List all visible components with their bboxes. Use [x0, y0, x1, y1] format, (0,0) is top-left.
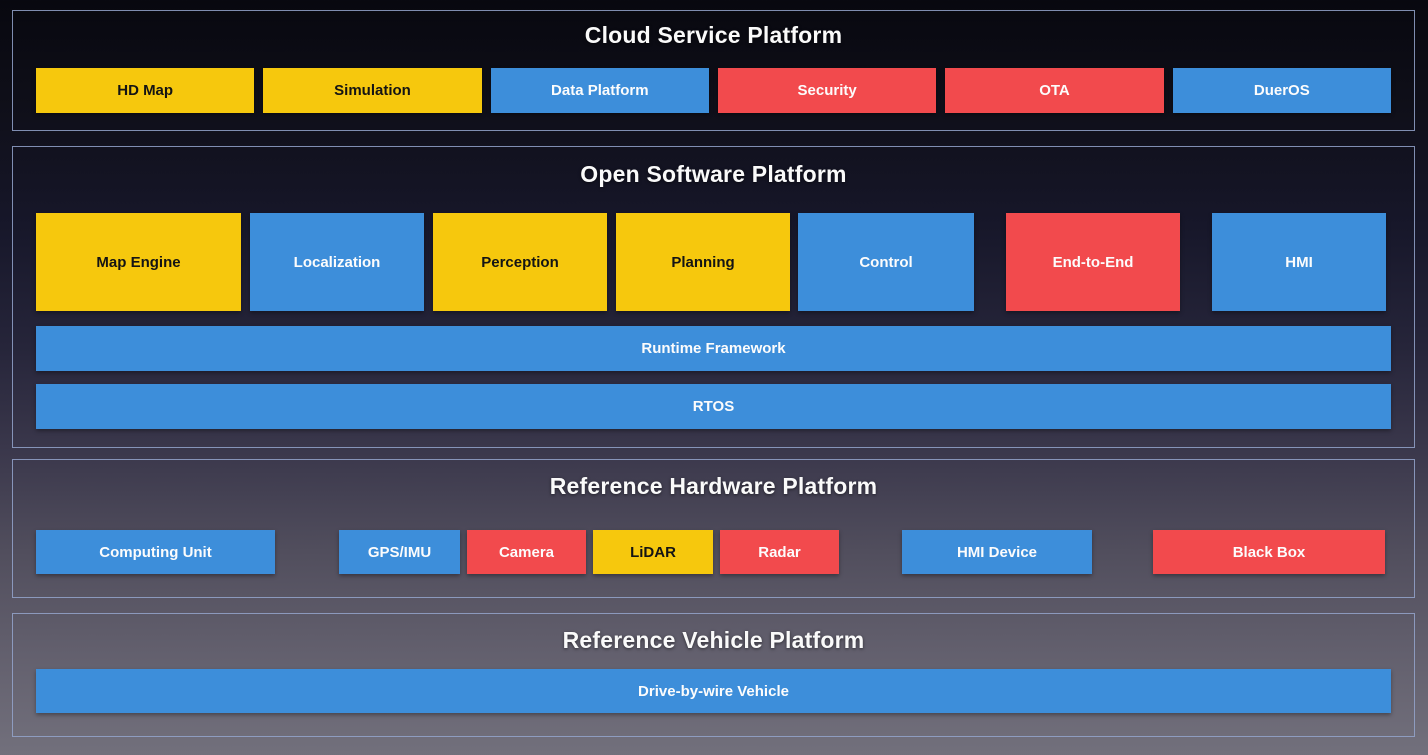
- box-ota: OTA: [945, 68, 1164, 113]
- box-radar: Radar: [720, 530, 839, 574]
- box-black-box: Black Box: [1153, 530, 1385, 574]
- reference-hardware-platform-title: Reference Hardware Platform: [549, 473, 878, 499]
- box-map-engine: Map Engine: [36, 213, 241, 311]
- box-perception: Perception: [433, 213, 607, 311]
- box-hmi-device: HMI Device: [902, 530, 1092, 574]
- box-gps-imu: GPS/IMU: [339, 530, 460, 574]
- box-computing-unit: Computing Unit: [36, 530, 275, 574]
- open-software-platform-section: Open Software Platform Map Engine Locali…: [12, 146, 1415, 448]
- box-security: Security: [717, 68, 937, 113]
- box-control: Control: [798, 213, 974, 311]
- box-hd-map: HD Map: [36, 68, 255, 113]
- box-localization: Localization: [250, 213, 424, 311]
- reference-vehicle-platform-title: Reference Vehicle Platform: [562, 627, 865, 653]
- cloud-service-platform-section: Cloud Service Platform HD Map Simulation…: [12, 10, 1415, 131]
- software-modules-row: Map Engine Localization Perception Plann…: [36, 213, 1391, 311]
- box-lidar: LiDAR: [593, 530, 713, 574]
- reference-vehicle-platform-section: Reference Vehicle Platform Drive-by-wire…: [12, 613, 1415, 737]
- bar-runtime-framework: Runtime Framework: [36, 326, 1391, 371]
- hardware-boxes-row: Computing Unit GPS/IMU Camera LiDAR Rada…: [36, 530, 1391, 574]
- box-camera: Camera: [467, 530, 586, 574]
- box-hmi: HMI: [1212, 213, 1386, 311]
- bar-rtos: RTOS: [36, 384, 1391, 429]
- box-planning: Planning: [616, 213, 790, 311]
- box-end-to-end: End-to-End: [1006, 213, 1180, 311]
- cloud-service-platform-title: Cloud Service Platform: [584, 22, 843, 48]
- reference-hardware-platform-section: Reference Hardware Platform Computing Un…: [12, 459, 1415, 598]
- box-simulation: Simulation: [263, 68, 482, 113]
- cloud-service-boxes-row: HD Map Simulation Data Platform Security…: [36, 68, 1391, 113]
- box-data-platform: Data Platform: [490, 68, 709, 113]
- bar-drive-by-wire-vehicle: Drive-by-wire Vehicle: [36, 669, 1391, 713]
- box-dueros: DuerOS: [1172, 68, 1391, 113]
- open-software-platform-title: Open Software Platform: [580, 161, 847, 187]
